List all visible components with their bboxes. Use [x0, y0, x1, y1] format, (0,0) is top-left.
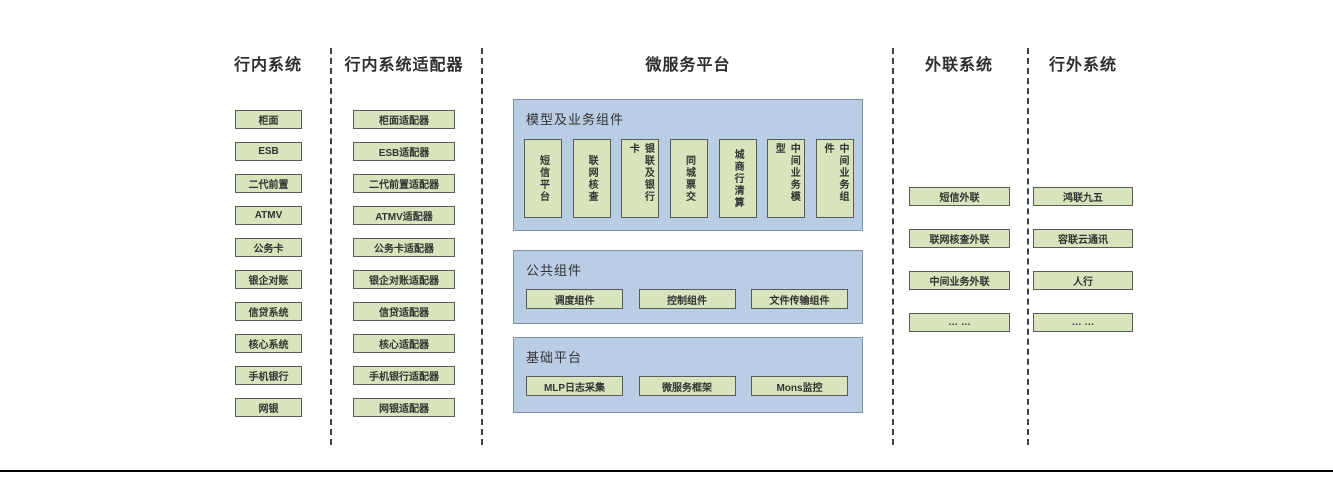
internal-adapters-list: 柜面适配器 ESB适配器二代前置适配器 ATMV适配器公务卡适配器银企对账适配器信贷… [353, 110, 455, 417]
external-link-systems-list: 短信外联联网核查外联中间业务外联 … … [909, 187, 1010, 332]
adapter-box: 网银适配器 [353, 398, 455, 417]
component-box: 联网核查 [572, 139, 611, 218]
adapter-box: 手机银行适配器 [353, 366, 455, 385]
adapter-box: 二代前置适配器 [353, 174, 455, 193]
system-box: 短信外联 [909, 187, 1010, 206]
system-box: 鸿联九五 [1033, 187, 1133, 206]
system-box: 信贷系统 [235, 302, 302, 321]
system-box: 容联云通讯 [1033, 229, 1133, 248]
system-box: … … [1033, 313, 1133, 332]
adapter-box: ATMV适配器 [353, 206, 455, 225]
panel-common-components: 公共组件 调度组件控制组件文件传输组件 [513, 250, 863, 324]
panel-model-business: 模型及业务组件 短信平台联网核查银联及银行卡同城票交城商行清算中间业务模型中间业… [513, 99, 863, 231]
system-box: 核心系统 [235, 334, 302, 353]
system-box: ESB [235, 142, 302, 161]
system-box: 银企对账 [235, 270, 302, 289]
component-box: 中间业务组件 [815, 139, 854, 218]
component-box: 文件传输组件 [751, 289, 848, 309]
common-components: 调度组件控制组件文件传输组件 [526, 289, 848, 309]
component-box: 城商行清算 [718, 139, 757, 218]
bottom-rule [0, 470, 1333, 472]
system-box: 公务卡 [235, 238, 302, 257]
column-separator-1 [330, 48, 332, 445]
model-business-components: 短信平台联网核查银联及银行卡同城票交城商行清算中间业务模型中间业务组件 [524, 139, 854, 218]
adapter-box: 银企对账适配器 [353, 270, 455, 289]
component-box: 银联及银行卡 [621, 139, 660, 218]
panel-title: 公共组件 [526, 263, 583, 278]
component-box: 微服务框架 [638, 376, 736, 396]
heading-internal-systems: 行内系统 [233, 57, 302, 74]
system-box: 联网核查外联 [909, 229, 1010, 248]
base-platform-components: MLP日志采集微服务框架 Mons监控 [526, 376, 848, 396]
component-box: MLP日志采集 [526, 376, 623, 396]
panel-title: 基础平台 [526, 350, 583, 365]
adapter-box: 信贷适配器 [353, 302, 455, 321]
adapter-box: 核心适配器 [353, 334, 455, 353]
component-box: Mons监控 [751, 376, 848, 396]
component-box: 短信平台 [524, 139, 562, 218]
internal-systems-list: 柜面 ESB 二代前置 ATMV 公务卡银企对账信贷系统核心系统手机银行网银 [235, 110, 302, 417]
system-box: ATMV [235, 206, 302, 225]
system-box: 人行 [1033, 271, 1133, 290]
component-box: 控制组件 [638, 289, 736, 309]
component-box: 调度组件 [526, 289, 623, 309]
panel-base-platform: 基础平台 MLP日志采集微服务框架 Mons监控 [513, 337, 863, 413]
panel-title: 模型及业务组件 [526, 112, 625, 127]
component-box: 同城票交 [669, 139, 708, 218]
system-box: 手机银行 [235, 366, 302, 385]
system-box: 二代前置 [235, 174, 302, 193]
heading-internal-adapters: 行内系统适配器 [344, 57, 464, 74]
adapter-box: ESB适配器 [353, 142, 455, 161]
adapter-box: 公务卡适配器 [353, 238, 455, 257]
column-separator-3 [892, 48, 894, 445]
heading-outside-systems: 行外系统 [1048, 57, 1117, 74]
column-separator-4 [1027, 48, 1029, 445]
system-box: … … [909, 313, 1010, 332]
outside-systems-list: 鸿联九五容联云通讯人行 … … [1033, 187, 1133, 332]
heading-external-link-systems: 外联系统 [924, 57, 993, 74]
column-separator-2 [481, 48, 483, 445]
heading-microservice-platform: 微服务平台 [645, 57, 731, 74]
system-box: 网银 [235, 398, 302, 417]
adapter-box: 柜面适配器 [353, 110, 455, 129]
system-box: 中间业务外联 [909, 271, 1010, 290]
component-box: 中间业务模型 [767, 139, 806, 218]
system-box: 柜面 [235, 110, 302, 129]
